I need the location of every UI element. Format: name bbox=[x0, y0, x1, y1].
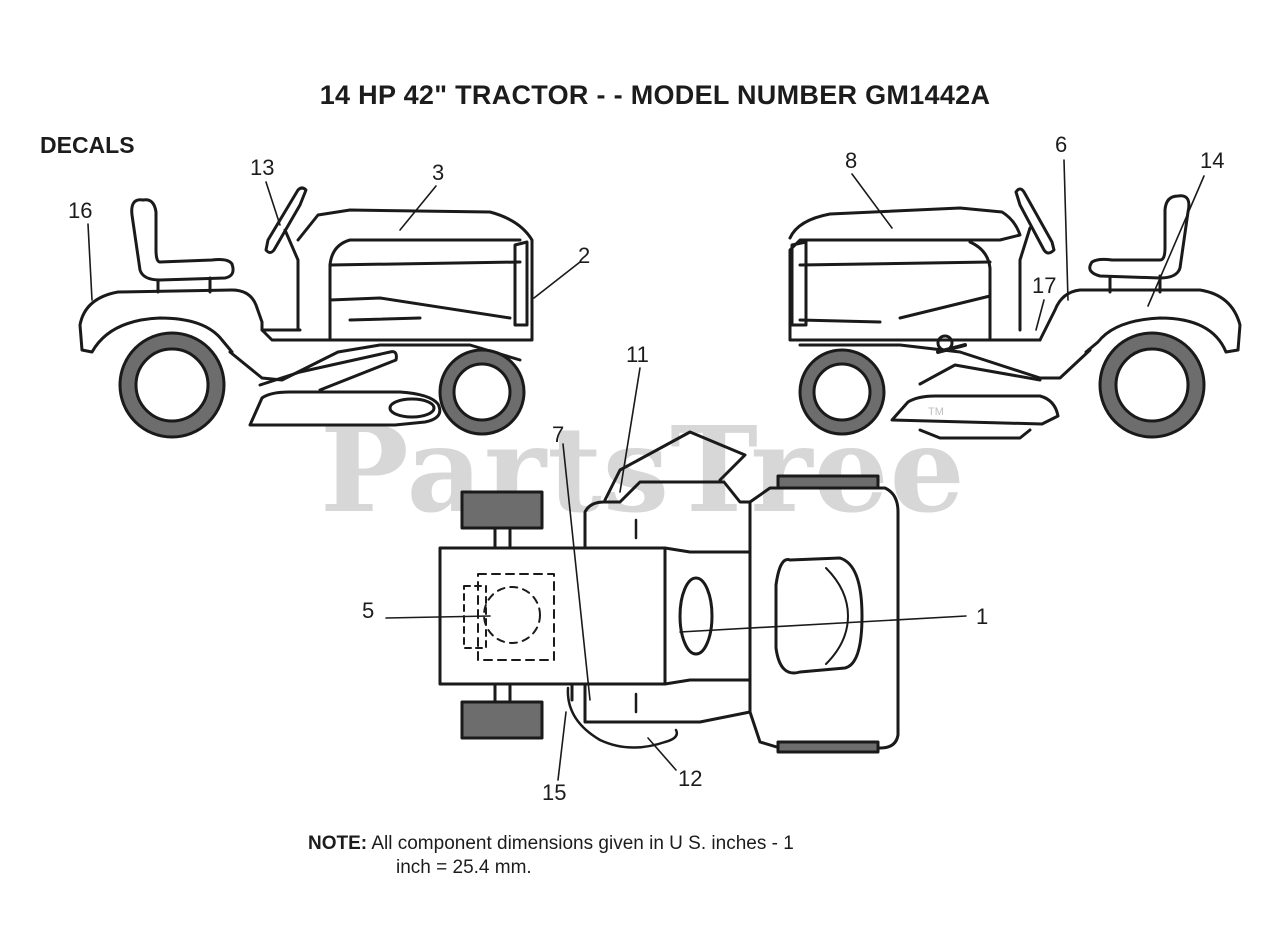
callout-leader-lines bbox=[87, 159, 1205, 781]
diagram-title: 14 HP 42" TRACTOR - - MODEL NUMBER GM144… bbox=[319, 80, 991, 110]
steering-wheel-top-view bbox=[603, 430, 747, 502]
front-wheel-right-view bbox=[798, 348, 886, 436]
rear-wheel-right-view bbox=[1098, 331, 1206, 439]
callout-numbers: 16 13 3 2 8 6 14 17 11 7 5 1 12 15 bbox=[68, 132, 1224, 805]
callout-16: 16 bbox=[68, 198, 92, 223]
mower-deck-left-view bbox=[248, 390, 442, 427]
hood-front-grille bbox=[513, 240, 529, 327]
callout-6: 6 bbox=[1055, 132, 1067, 157]
callout-12: 12 bbox=[678, 766, 702, 791]
tractor-left-side-view bbox=[78, 186, 534, 439]
steering-wheel-left-view bbox=[264, 186, 308, 254]
dimension-note: NOTE: All component dimensions given in … bbox=[308, 832, 908, 880]
hood-right-view bbox=[788, 206, 1022, 342]
tractor-right-side-view bbox=[788, 187, 1242, 440]
tractor-top-view bbox=[438, 430, 900, 754]
seat-top-view bbox=[774, 556, 864, 675]
callout-17: 17 bbox=[1032, 273, 1056, 298]
rear-wheel-top-right bbox=[776, 740, 880, 754]
mower-deck-top-view bbox=[566, 686, 679, 749]
rear-fender-left-view bbox=[78, 288, 302, 354]
note-line-1: All component dimensions given in U S. i… bbox=[371, 833, 794, 854]
callout-14: 14 bbox=[1200, 148, 1224, 173]
callout-2: 2 bbox=[578, 243, 590, 268]
callout-15: 15 bbox=[542, 780, 566, 805]
front-wheel-top-left bbox=[460, 490, 544, 530]
steering-wheel-right-view bbox=[1014, 187, 1056, 255]
callout-13: 13 bbox=[250, 155, 274, 180]
note-line-2: inch = 25.4 mm. bbox=[396, 857, 532, 878]
callout-8: 8 bbox=[845, 148, 857, 173]
rear-body-top-view bbox=[748, 486, 900, 750]
note-label: NOTE: bbox=[308, 833, 368, 854]
watermark-trademark: TM bbox=[928, 406, 944, 418]
seat-left-view bbox=[130, 198, 235, 282]
mower-deck-right-view bbox=[890, 394, 1060, 426]
callout-5: 5 bbox=[362, 598, 374, 623]
rear-wheel-left-view bbox=[118, 331, 226, 439]
callout-7: 7 bbox=[552, 422, 564, 447]
callout-1: 1 bbox=[976, 604, 988, 629]
rear-wheel-top-left bbox=[776, 474, 880, 490]
hood-front-grille-right bbox=[790, 240, 808, 327]
seat-right-view bbox=[1088, 194, 1191, 280]
callout-11: 11 bbox=[626, 342, 649, 367]
front-wheel-left-view bbox=[438, 348, 526, 436]
front-wheel-top-right bbox=[460, 700, 544, 740]
section-label: DECALS bbox=[40, 132, 135, 158]
hood-left-view bbox=[296, 208, 534, 342]
rear-fender-right-view bbox=[1038, 288, 1242, 354]
callout-3: 3 bbox=[432, 160, 444, 185]
